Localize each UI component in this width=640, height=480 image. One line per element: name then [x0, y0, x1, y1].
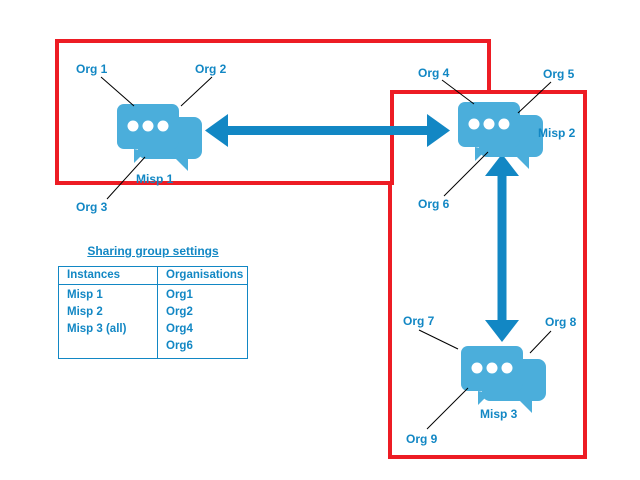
- leader-line-org1: [100, 76, 135, 107]
- cell-instance: [58, 338, 158, 359]
- sharing-group-settings-table: Instances Organisations Misp 1 Org1 Misp…: [58, 266, 248, 359]
- arrow-misp1-misp2: [205, 114, 450, 147]
- column-header-instances: Instances: [58, 266, 158, 285]
- cell-organisation: Org4: [166, 323, 193, 335]
- cell-instance: Misp 3 (all): [58, 321, 158, 338]
- leader-line-org4: [441, 79, 475, 105]
- table-header-row: Instances Organisations: [58, 266, 248, 285]
- leader-line-org9: [426, 387, 469, 430]
- instance-label-misp1: Misp 1: [136, 172, 174, 186]
- misp1-chat-bubbles-icon: [117, 104, 202, 171]
- instance-label-misp3: Misp 3: [480, 407, 518, 421]
- org-label-org3: Org 3: [76, 200, 108, 214]
- cell-organisation: Org1: [166, 289, 193, 301]
- sharing-group-settings-title: Sharing group settings: [87, 244, 219, 258]
- org-label-org9: Org 9: [406, 432, 438, 446]
- sharing-boundary-left: [55, 39, 491, 185]
- misp2-chat-bubbles-icon: [458, 102, 543, 169]
- table-row: Misp 3 (all) Org4: [58, 321, 248, 338]
- cell-instance: Misp 1: [58, 284, 158, 304]
- leader-line-org3: [106, 156, 146, 200]
- arrow-misp2-misp3: [485, 154, 519, 342]
- org-label-org1: Org 1: [76, 62, 108, 76]
- table-row: Misp 2 Org2: [58, 304, 248, 321]
- leader-line-org6: [443, 151, 489, 197]
- org-label-org6: Org 6: [418, 197, 450, 211]
- misp3-chat-bubbles-icon: [461, 346, 546, 413]
- cell-instance: Misp 2: [58, 304, 158, 321]
- leader-line-org8: [529, 330, 552, 354]
- instance-label-misp2: Misp 2: [538, 126, 576, 140]
- leader-line-org7: [418, 329, 459, 350]
- org-label-org8: Org 8: [545, 315, 577, 329]
- sharing-group-settings-block: Sharing group settings Instances Organis…: [58, 244, 258, 359]
- leader-line-org2: [180, 76, 213, 107]
- table-row: Org6: [58, 338, 248, 359]
- org-label-org2: Org 2: [195, 62, 227, 76]
- cell-organisation: Org6: [166, 340, 193, 352]
- cell-organisation: Org2: [166, 306, 193, 318]
- org-label-org7: Org 7: [403, 314, 435, 328]
- leader-line-org5: [517, 81, 552, 114]
- column-header-organisations: Organisations: [157, 266, 248, 285]
- org-label-org5: Org 5: [543, 67, 575, 81]
- table-row: Misp 1 Org1: [58, 284, 248, 304]
- org-label-org4: Org 4: [418, 66, 450, 80]
